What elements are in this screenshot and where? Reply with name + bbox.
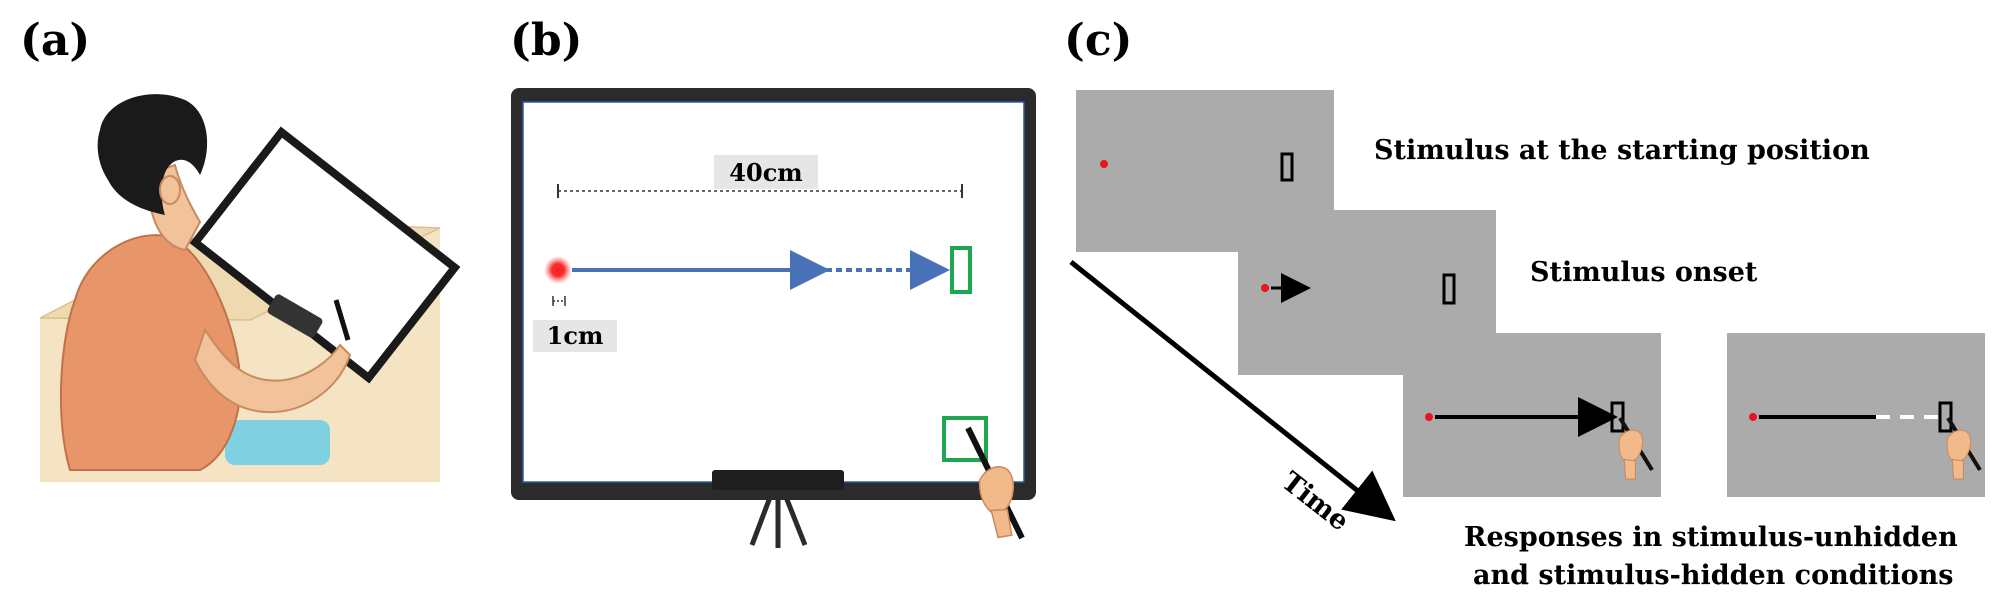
tripod bbox=[749, 491, 808, 548]
caption-responses-line2: and stimulus-hidden conditions bbox=[1473, 560, 1953, 591]
caption-start: Stimulus at the starting position bbox=[1374, 135, 1870, 166]
distance-label-bg bbox=[714, 155, 818, 189]
panel-b-label: (b) bbox=[510, 15, 582, 66]
stimulus-red-dot bbox=[544, 256, 572, 284]
target-box bbox=[950, 246, 972, 294]
panel-a: (a) bbox=[20, 15, 461, 482]
eye-tracker-bar bbox=[712, 470, 844, 490]
size-label: 1cm bbox=[547, 321, 604, 350]
person-hair bbox=[97, 94, 208, 215]
screen-onset-target bbox=[1442, 273, 1456, 305]
screen-start-dot bbox=[1100, 160, 1108, 168]
eye-tracker-device bbox=[267, 294, 323, 338]
panel-c-label: (c) bbox=[1064, 15, 1132, 66]
panel-b: (b) 40cm 1cm bbox=[510, 15, 1036, 548]
time-arrow bbox=[1069, 260, 1396, 522]
response-target-box bbox=[942, 416, 988, 462]
screen-unhidden-target bbox=[1610, 401, 1625, 433]
caption-responses-line1: Responses in stimulus-unhidden bbox=[1464, 522, 1958, 553]
screen-onset-dot bbox=[1261, 284, 1269, 292]
panel-c: (c) Stimulus at the starting position St… bbox=[1064, 15, 1985, 591]
panel-a-label: (a) bbox=[20, 15, 90, 66]
person-ear bbox=[159, 175, 181, 205]
distance-label: 40cm bbox=[729, 158, 802, 187]
screen-start-target bbox=[1280, 152, 1294, 182]
screen-hidden-dot bbox=[1749, 413, 1757, 421]
caption-onset: Stimulus onset bbox=[1530, 257, 1758, 288]
screen-hidden-target bbox=[1938, 401, 1953, 433]
person-arm bbox=[193, 327, 352, 414]
screen-unhidden-dot bbox=[1425, 413, 1433, 421]
chair-seat bbox=[225, 420, 330, 465]
size-label-bg bbox=[533, 320, 617, 352]
pen bbox=[333, 299, 351, 341]
